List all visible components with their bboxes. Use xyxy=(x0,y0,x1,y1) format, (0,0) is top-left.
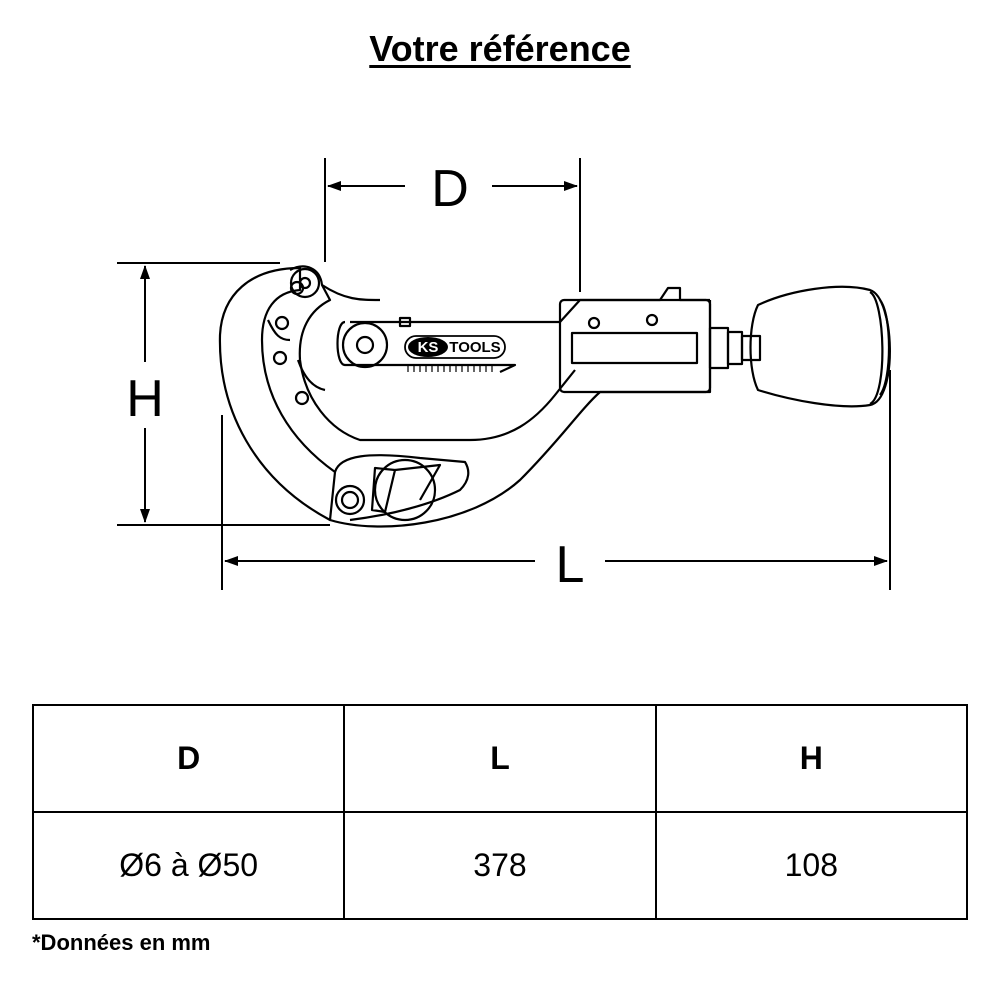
table-header-h: H xyxy=(654,704,969,813)
dimension-h-label: H xyxy=(126,370,164,428)
table-header-row: D L H xyxy=(31,704,969,813)
dimension-l: L xyxy=(221,370,891,594)
dimension-d: D xyxy=(324,158,581,292)
table-cell-h: 108 xyxy=(654,811,969,920)
tube-cutter-illustration xyxy=(218,265,891,528)
ks-tools-logo: KS TOOLS xyxy=(404,335,506,359)
table-cell-l: 378 xyxy=(343,811,657,920)
table-row: Ø6 à Ø50 378 108 xyxy=(31,811,969,920)
table-header-l: L xyxy=(343,704,657,813)
dimension-h: H xyxy=(117,262,330,526)
dimension-l-label: L xyxy=(556,536,585,594)
logo-tools-text: TOOLS xyxy=(449,339,500,356)
dimensions-table: D L H Ø6 à Ø50 378 108 xyxy=(31,704,969,920)
units-footnote: *Données en mm xyxy=(32,930,211,955)
tube-cutter-technical-drawing: D H L xyxy=(117,158,891,594)
page-title: Votre référence xyxy=(369,28,631,69)
dimension-d-label: D xyxy=(431,160,469,218)
table-header-d: D xyxy=(31,704,346,813)
table-cell-d: Ø6 à Ø50 xyxy=(31,811,346,920)
logo-ks-text: KS xyxy=(418,339,439,356)
